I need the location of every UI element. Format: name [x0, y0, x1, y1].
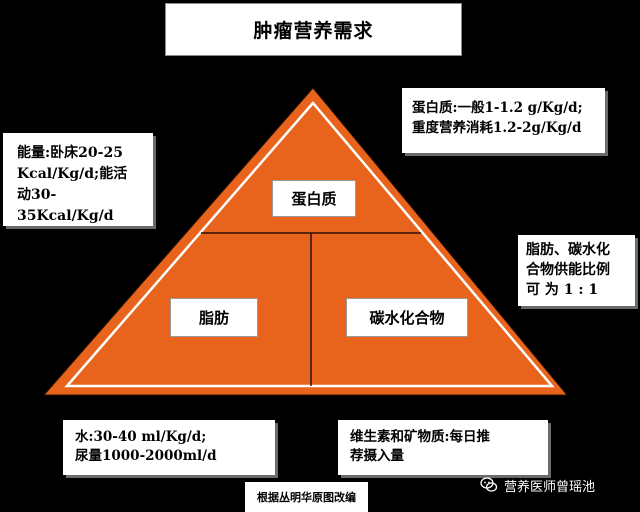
ratio-line: 可 为 1 : 1 — [526, 282, 599, 298]
source-text: 根据丛明华原图改编 — [257, 491, 356, 504]
protein-line: 蛋白质:一般1-1.2 g/Kg/d; — [412, 100, 583, 116]
ratio-line: 合物供能比例 — [526, 262, 610, 278]
page-title: 肿瘤营养需求 — [253, 20, 374, 42]
energy-line: Kcal/Kg/d;能活 — [17, 166, 128, 182]
vitamin-line: 荐摄入量 — [350, 448, 404, 464]
pyramid-carb-label: 碳水化合物 — [346, 298, 468, 337]
ratio-note: 脂肪、碳水化 合物供能比例 可 为 1 : 1 — [518, 235, 635, 306]
watermark: 营养医师曾瑶池 — [480, 474, 638, 496]
energy-line: 动30-35Kcal/Kg/d — [17, 187, 114, 224]
wechat-icon — [480, 477, 498, 492]
vitamin-note: 维生素和矿物质:每日推 荐摄入量 — [338, 420, 548, 475]
energy-note: 能量:卧床20-25 Kcal/Kg/d;能活 动30-35Kcal/Kg/d — [3, 133, 153, 226]
protein-note: 蛋白质:一般1-1.2 g/Kg/d; 重度营养消耗1.2-2g/Kg/d — [402, 88, 605, 153]
title-box: 肿瘤营养需求 — [165, 3, 462, 56]
protein-line: 重度营养消耗1.2-2g/Kg/d — [412, 120, 582, 136]
pyramid-fat-label: 脂肪 — [170, 298, 258, 337]
source-caption: 根据丛明华原图改编 — [245, 482, 368, 512]
energy-line: 能量:卧床20-25 — [17, 145, 123, 161]
watermark-text: 营养医师曾瑶池 — [504, 479, 596, 495]
water-line: 水:30-40 ml/Kg/d; — [75, 429, 207, 445]
water-note: 水:30-40 ml/Kg/d; 尿量1000-2000ml/d — [63, 420, 275, 475]
ratio-line: 脂肪、碳水化 — [526, 242, 610, 258]
pyramid-protein-label: 蛋白质 — [272, 180, 356, 217]
water-line: 尿量1000-2000ml/d — [75, 448, 217, 464]
vitamin-line: 维生素和矿物质:每日推 — [350, 429, 490, 445]
pyramid-inner-outline — [64, 101, 555, 388]
